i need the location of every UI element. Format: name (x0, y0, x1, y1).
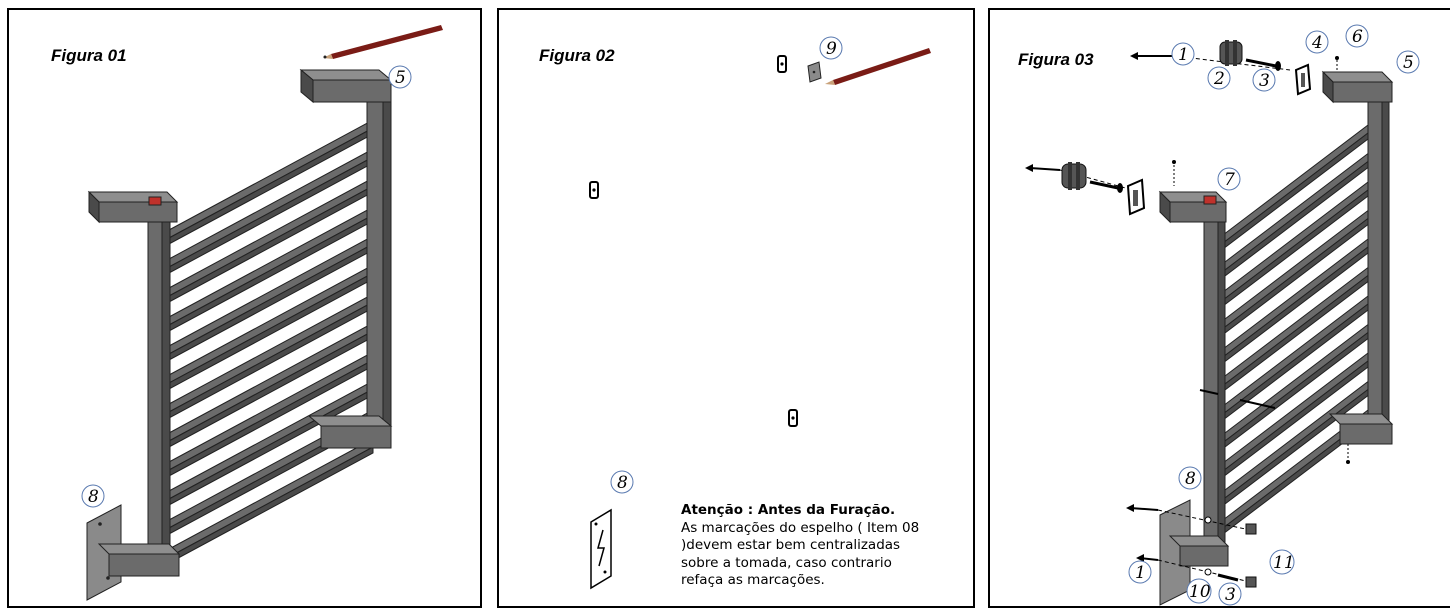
callout-7: 7 (1217, 167, 1241, 191)
mounting-plate-icon (1294, 63, 1312, 96)
callout-6: 6 (1345, 24, 1369, 48)
svg-text:10: 10 (1189, 582, 1211, 602)
callout-3: 3 (1218, 582, 1242, 606)
svg-text:7: 7 (1224, 170, 1235, 190)
callout-9: 9 (819, 36, 843, 60)
drilling-warning-line: As marcações do espelho ( Item 08 (681, 519, 920, 536)
bottom-bracket-right (1328, 413, 1394, 464)
svg-text:6: 6 (1352, 27, 1363, 47)
callout-4: 4 (1305, 30, 1329, 54)
power-switch-icon (148, 196, 162, 206)
svg-text:4: 4 (1311, 33, 1323, 53)
rack-left-post (147, 209, 171, 561)
svg-text:3: 3 (1259, 71, 1270, 91)
wall-bracket-top-right (299, 68, 393, 104)
callout-8: 8 (1178, 466, 1202, 490)
screw-icon (1130, 52, 1175, 60)
figure-03-title: Figura 03 (1018, 50, 1094, 69)
svg-text:11: 11 (1273, 553, 1295, 573)
electrical-outlet-plate-icon (590, 508, 612, 590)
drilling-warning-note: Atenção : Antes da Furação. As marcações… (681, 502, 941, 590)
wall-anchor-icon (1219, 40, 1243, 66)
callout-8: 8 (610, 470, 634, 494)
marking-plate-item-9 (807, 61, 822, 83)
set-screw-icon (1335, 56, 1339, 74)
drill-mark-icon (777, 55, 787, 73)
drill-mark-icon (589, 181, 599, 199)
screw-icon (1199, 389, 1276, 409)
power-switch-icon (1203, 195, 1217, 205)
figure-01-drawing: 5 8 (81, 25, 443, 601)
screw-icon (1126, 504, 1257, 535)
callout-5: 5 (1396, 50, 1420, 74)
svg-text:5: 5 (1403, 53, 1414, 73)
svg-text:2: 2 (1213, 69, 1225, 89)
wall-anchor-icon (1061, 162, 1087, 190)
wall-bracket-top-right (1321, 70, 1394, 104)
svg-text:8: 8 (88, 487, 99, 507)
callout-10: 10 (1186, 578, 1212, 604)
drilling-warning-line: sobre a tomada, caso contrario (681, 554, 892, 571)
pencil-icon (323, 25, 443, 59)
svg-text:5: 5 (395, 68, 406, 88)
rack-right-post (1367, 101, 1390, 433)
bottom-bracket-left (97, 543, 181, 577)
figure-03-drawing: 1 2 3 4 6 5 7 8 (1025, 24, 1420, 606)
svg-text:1: 1 (1135, 563, 1146, 583)
screw-icon (1025, 164, 1061, 172)
drill-mark-icon (788, 409, 798, 427)
screw-icon (1136, 554, 1257, 588)
towel-rack-rails (1222, 120, 1373, 536)
mounting-plate-icon (1126, 178, 1146, 216)
svg-text:9: 9 (826, 39, 837, 59)
figure-01-title: Figura 01 (51, 46, 127, 65)
rack-right-post (366, 101, 392, 435)
screw-icon (1245, 58, 1281, 71)
rack-left-post (1203, 213, 1226, 545)
svg-text:8: 8 (617, 473, 628, 493)
figure-02-drawing: 9 8 (589, 36, 931, 590)
svg-text:3: 3 (1225, 585, 1236, 605)
wall-bracket-top-left (87, 190, 179, 224)
callout-5: 5 (388, 65, 412, 89)
drilling-warning-title: Atenção : Antes da Furação. (681, 502, 896, 518)
callout-3: 3 (1252, 68, 1276, 92)
svg-text:1: 1 (1178, 45, 1189, 65)
drilling-warning-line: )devem estar bem centralizadas (681, 537, 901, 553)
pencil-icon (825, 48, 931, 85)
bottom-bracket-left (1168, 535, 1230, 567)
callout-8: 8 (81, 484, 105, 508)
figure-03-panel: Figura 03 (988, 8, 1450, 608)
bottom-bracket-right (307, 415, 393, 449)
drilling-warning-line: refaça as marcações. (681, 572, 825, 588)
callout-1: 1 (1128, 560, 1152, 584)
set-screw-icon (1172, 160, 1176, 186)
callout-11: 11 (1269, 549, 1295, 575)
svg-text:8: 8 (1185, 469, 1196, 489)
figure-02-title: Figura 02 (539, 46, 615, 65)
callout-2: 2 (1207, 66, 1231, 90)
callout-1: 1 (1171, 42, 1195, 66)
figure-02-panel: Figura 02 9 8 (497, 8, 975, 608)
wall-bracket-top-left (1158, 190, 1228, 224)
figure-01-panel: Figura 01 (7, 8, 482, 608)
towel-rack-rails (168, 119, 374, 564)
screw-icon (1089, 180, 1123, 193)
